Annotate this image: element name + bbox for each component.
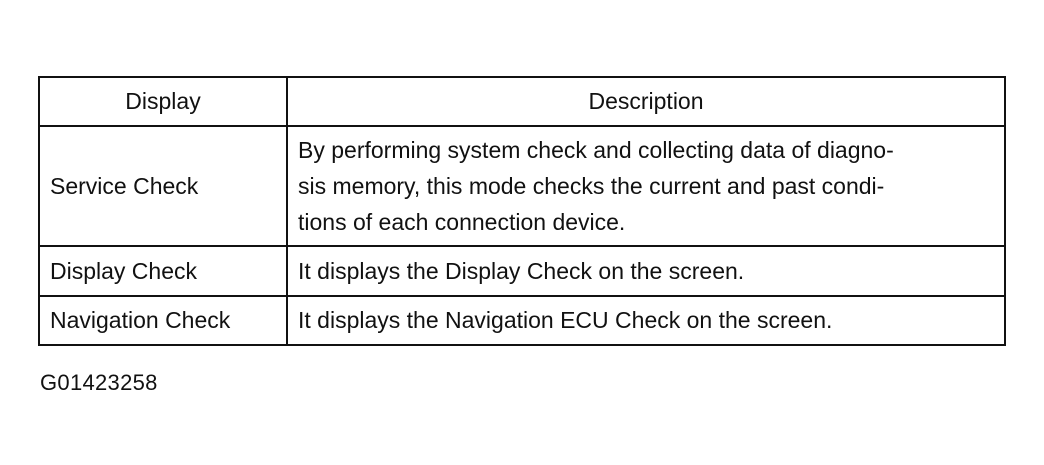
table-row: Service Check By performing system check…	[38, 125, 1006, 247]
table-header-row: Display Description	[38, 76, 1006, 127]
display-cell: Navigation Check	[38, 295, 288, 346]
description-line: By performing system check and collectin…	[298, 137, 894, 163]
check-modes-table: Display Description Service Check By per…	[38, 76, 1006, 346]
display-cell: Display Check	[38, 245, 288, 297]
description-cell: It displays the Display Check on the scr…	[286, 245, 1006, 297]
description-line: sis memory, this mode checks the current…	[298, 173, 885, 199]
description-cell: It displays the Navigation ECU Check on …	[286, 295, 1006, 346]
table-row: Navigation Check It displays the Navigat…	[38, 295, 1006, 346]
figure-code: G01423258	[40, 370, 158, 395]
description-cell: By performing system check and collectin…	[286, 125, 1006, 247]
table-row: Display Check It displays the Display Ch…	[38, 245, 1006, 297]
header-description: Description	[286, 76, 1006, 127]
description-line: tions of each connection device.	[298, 209, 626, 235]
display-cell: Service Check	[38, 125, 288, 247]
header-display: Display	[38, 76, 288, 127]
